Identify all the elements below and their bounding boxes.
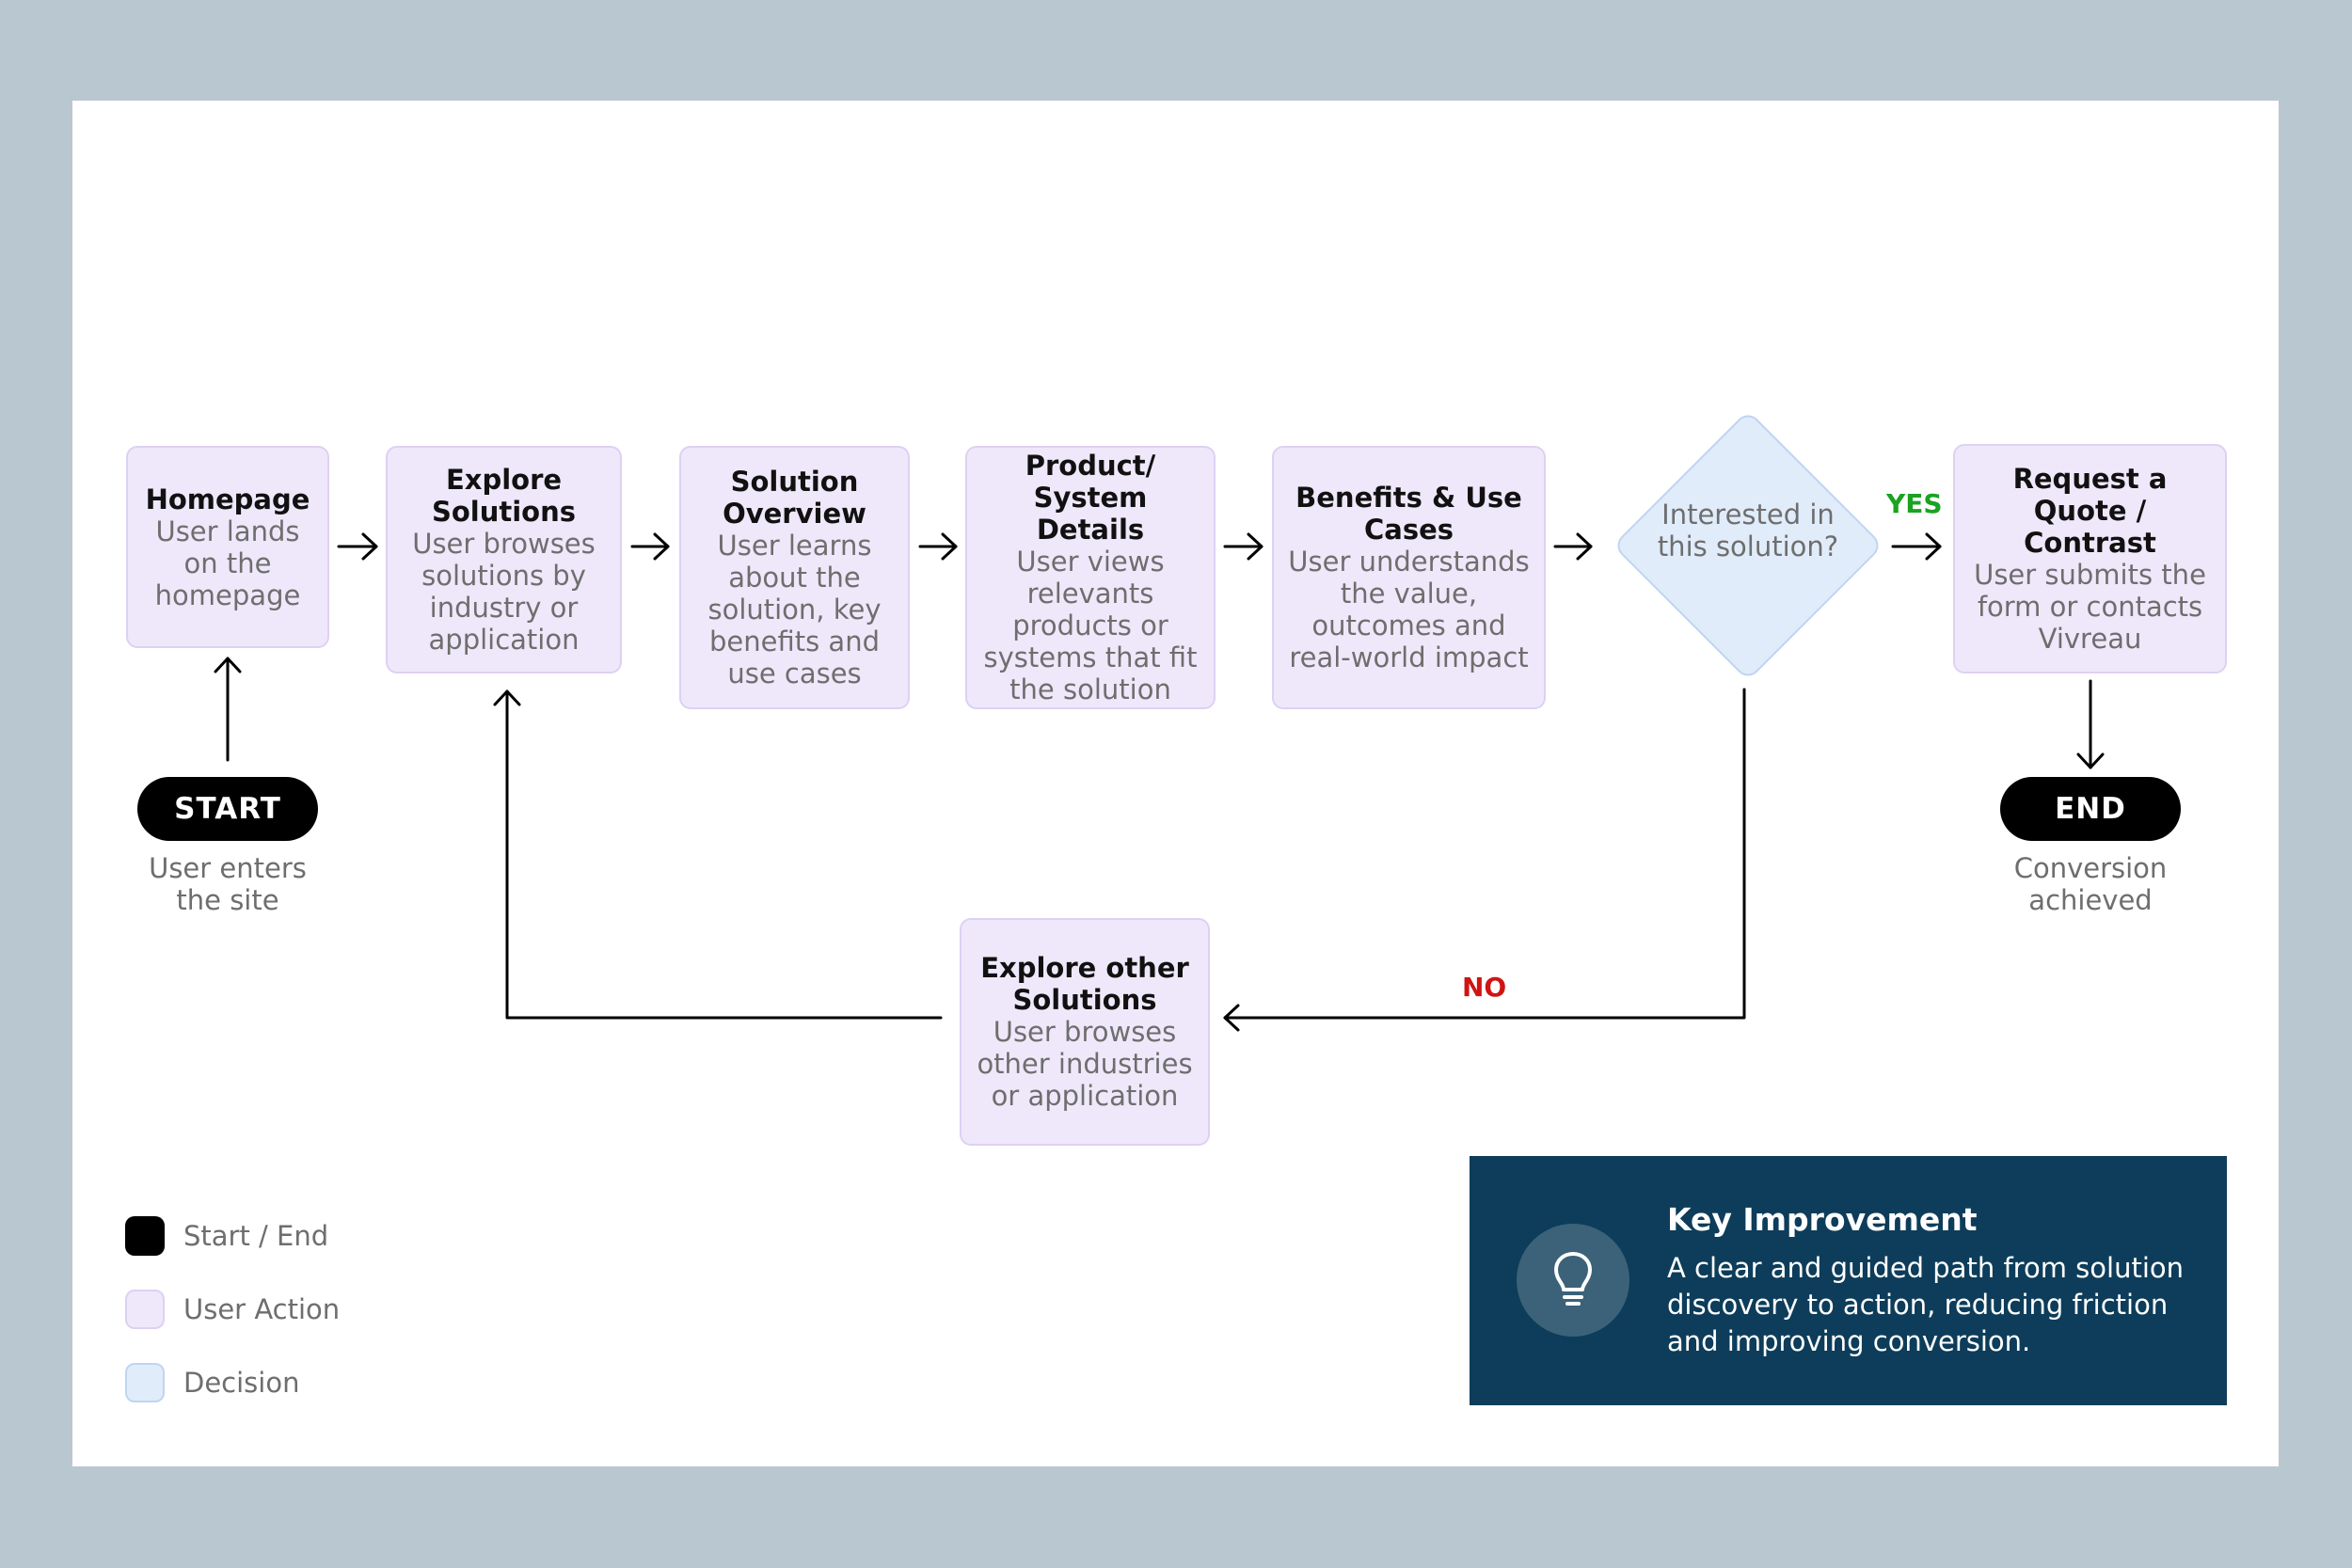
edge-label-yes: YES	[1886, 488, 1943, 519]
end-terminal: END	[2000, 777, 2181, 841]
legend-decision: Decision	[125, 1363, 299, 1402]
node-request-quote: Request a Quote / Contrast User submits …	[1953, 444, 2227, 673]
legend-swatch-decision	[125, 1363, 165, 1402]
node-homepage: Homepage User lands on the homepage	[126, 446, 329, 648]
node-product-desc: User views relevants products or systems…	[983, 546, 1198, 705]
node-explore-other: Explore other Solutions User browses oth…	[960, 918, 1210, 1146]
node-benefits-use-cases: Benefits & Use Cases User understands th…	[1272, 446, 1546, 709]
legend-label-user-action: User Action	[183, 1293, 341, 1325]
legend-user-action: User Action	[125, 1290, 340, 1329]
node-quote-desc: User submits the form or contacts Vivrea…	[1974, 559, 2206, 655]
node-explore-solutions: Explore Solutions User browses solutions…	[386, 446, 622, 673]
edge-label-no: NO	[1462, 972, 1507, 1003]
node-benefits-title: Benefits & Use Cases	[1295, 482, 1522, 546]
node-homepage-desc: User lands on the homepage	[154, 515, 301, 611]
end-caption: Conversion achieved	[2013, 852, 2168, 916]
node-homepage-title: Homepage	[145, 483, 310, 515]
node-explore-other-desc: User browses other industries or applica…	[977, 1016, 1193, 1112]
node-solution-overview: Solution Overview User learns about the …	[679, 446, 910, 709]
key-improvement-text: A clear and guided path from solution di…	[1667, 1252, 2185, 1357]
legend-label-start-end: Start / End	[183, 1220, 329, 1252]
node-decision: Interested in this solution?	[1612, 409, 1884, 682]
node-overview-title: Solution Overview	[723, 466, 866, 530]
legend-swatch-start-end	[125, 1216, 165, 1256]
node-overview-desc: User learns about the solution, key bene…	[707, 530, 882, 689]
legend-start-end: Start / End	[125, 1216, 328, 1256]
lightbulb-icon	[1517, 1224, 1629, 1337]
node-quote-title: Request a Quote / Contrast	[2012, 463, 2168, 559]
node-explore-desc: User browses solutions by industry or ap…	[412, 528, 596, 656]
node-product-details: Product/ System Details User views relev…	[965, 446, 1216, 709]
node-explore-title: Explore Solutions	[431, 464, 577, 528]
key-improvement-title: Key Improvement	[1667, 1201, 1978, 1238]
start-terminal: START	[137, 777, 318, 841]
node-explore-other-title: Explore other Solutions	[980, 952, 1189, 1016]
legend-swatch-user-action	[125, 1290, 165, 1329]
lightbulb-glyph	[1554, 1252, 1592, 1306]
node-benefits-desc: User understands the value, outcomes and…	[1288, 546, 1530, 673]
legend-label-decision: Decision	[183, 1367, 300, 1399]
key-improvement-box: Key Improvement A clear and guided path …	[1470, 1156, 2227, 1405]
decision-text: Interested in this solution?	[1657, 499, 1839, 562]
start-caption: User enters the site	[149, 852, 307, 916]
node-product-title: Product/ System Details	[1025, 450, 1156, 546]
